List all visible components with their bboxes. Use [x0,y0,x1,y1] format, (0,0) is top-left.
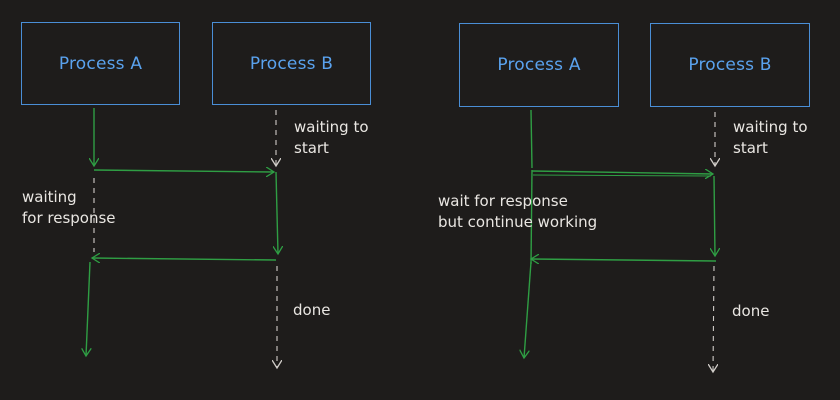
right-note-wait-for-response: wait for response but continue working [438,192,598,231]
left-a-active-2 [86,261,90,356]
right-request-arrow-sketch [532,174,712,177]
left-diagram-lines [86,108,278,368]
right-request-arrow [531,171,713,174]
right-process-a-label: Process A [497,55,581,75]
left-response-arrow [92,258,277,260]
right-process-b-label: Process B [688,55,772,75]
right-a-active-3 [524,261,532,358]
right-a-active-1 [530,109,533,169]
right-diagram-lines [524,109,717,372]
left-process-b-box: Process B [212,22,371,105]
right-response-arrow [531,259,717,261]
right-note-waiting-to-start: waiting to start [733,118,808,157]
left-note-done: done [293,301,331,319]
left-request-arrow [93,170,274,172]
left-note-waiting-to-start: waiting to start [294,118,369,157]
top-mark: “' [388,0,408,3]
right-b-active [714,175,715,256]
left-b-active [276,171,278,254]
left-process-b-label: Process B [249,53,334,74]
right-process-b-box: Process B [650,23,810,107]
right-b-done-dashed [713,265,714,372]
right-note-done: done [732,302,770,320]
left-note-waiting-for-response: waiting for response [22,188,116,227]
right-process-a-box: Process A [459,23,619,107]
right-a-active-2 [530,169,533,265]
left-process-a-label: Process A [58,53,143,74]
left-process-a-box: Process A [21,22,180,105]
